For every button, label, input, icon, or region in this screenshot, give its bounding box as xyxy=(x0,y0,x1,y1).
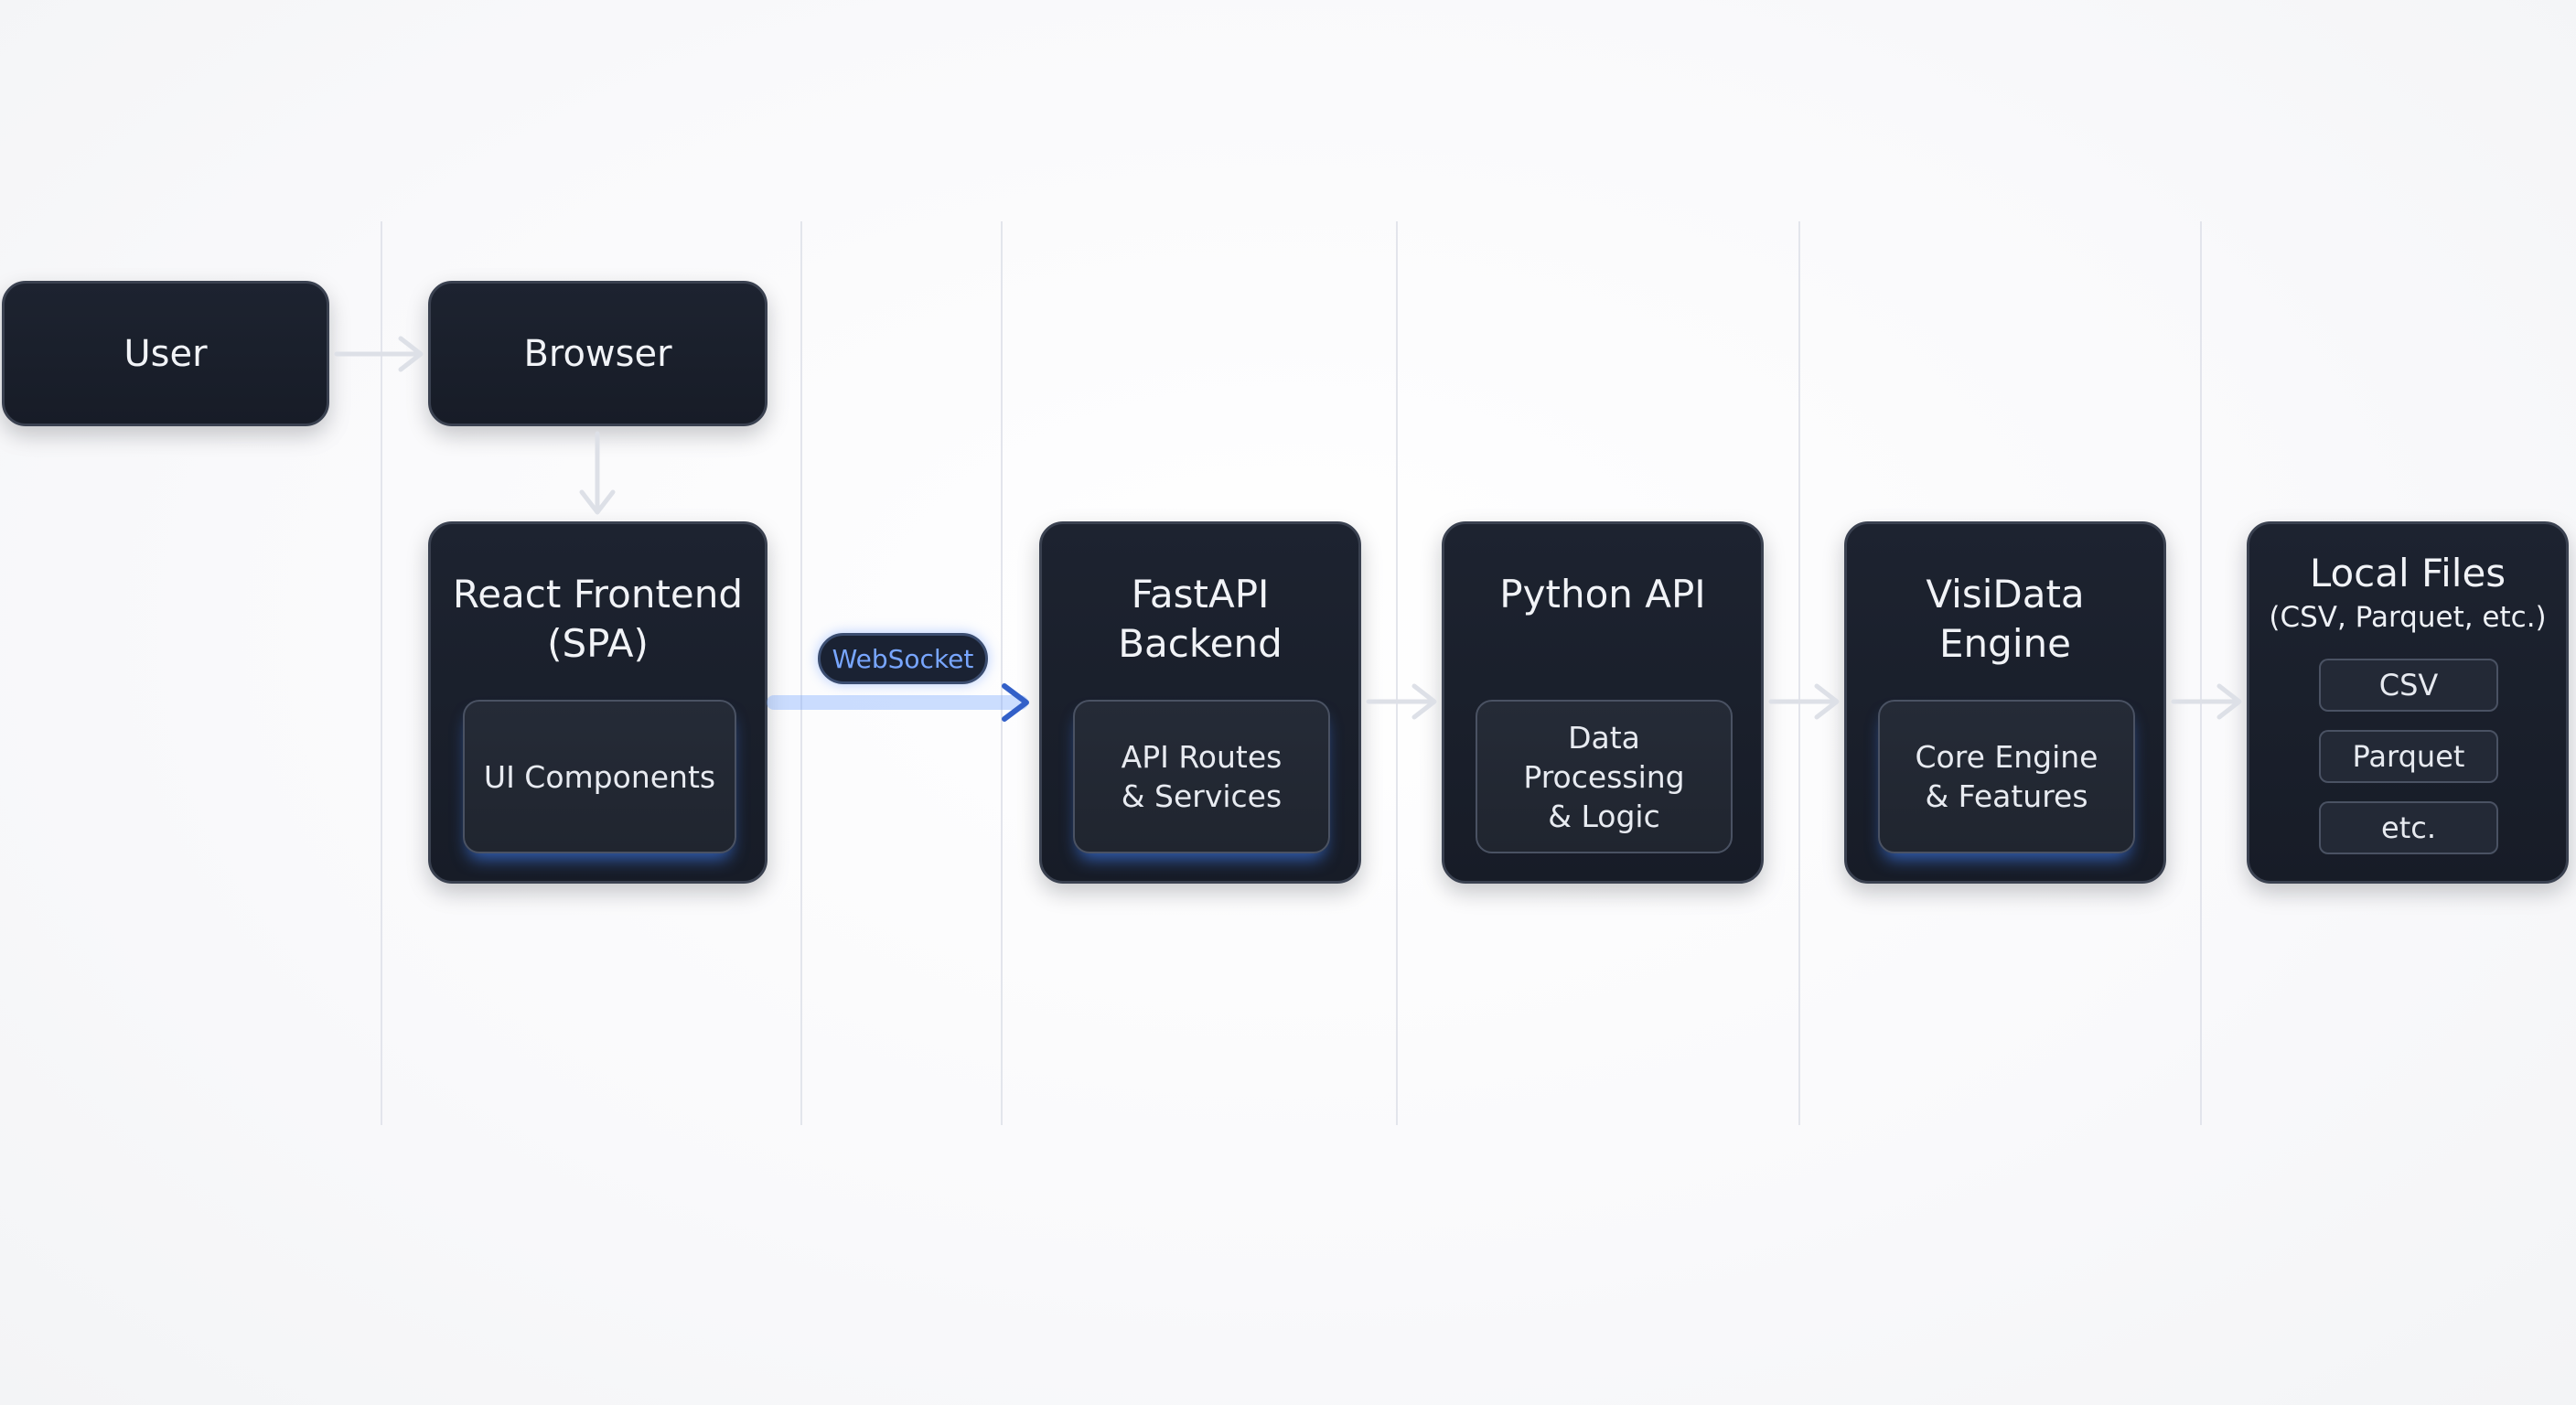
browser-label: Browser xyxy=(523,332,672,375)
file-type-etc: etc. xyxy=(2319,801,2498,854)
core-engine-line1: Core Engine xyxy=(1915,739,2098,775)
fastapi-backend-node: FastAPI Backend API Routes & Services xyxy=(1039,521,1361,884)
column-divider xyxy=(1396,221,1398,1125)
column-divider xyxy=(2200,221,2202,1125)
column-divider xyxy=(381,221,382,1125)
local-files-title: Local Files xyxy=(2309,551,2506,595)
arrow-right-icon xyxy=(334,336,424,372)
file-type-parquet: Parquet xyxy=(2319,730,2498,783)
data-processing-line2: Processing xyxy=(1523,758,1685,795)
react-frontend-node: React Frontend (SPA) UI Components xyxy=(428,521,767,884)
react-frontend-title: React Frontend (SPA) xyxy=(431,570,765,669)
fastapi-title: FastAPI Backend xyxy=(1042,570,1358,669)
visidata-title: VisiData Engine xyxy=(1847,570,2163,669)
api-routes-line1: API Routes xyxy=(1121,739,1283,775)
arrow-right-icon xyxy=(1366,683,1437,720)
websocket-arrow-icon xyxy=(767,683,1029,722)
api-routes-box: API Routes & Services xyxy=(1073,700,1330,853)
file-type-csv: CSV xyxy=(2319,659,2498,712)
column-divider xyxy=(1001,221,1003,1125)
data-processing-box: Data Processing & Logic xyxy=(1476,700,1733,853)
user-node: User xyxy=(2,281,329,426)
local-files-subtitle: (CSV, Parquet, etc.) xyxy=(2269,601,2547,634)
data-processing-line3: & Logic xyxy=(1548,798,1660,834)
react-frontend-title-line2: (SPA) xyxy=(547,621,649,666)
fastapi-title-line2: Backend xyxy=(1118,621,1283,666)
fastapi-title-line1: FastAPI xyxy=(1131,572,1270,617)
data-processing-line1: Data xyxy=(1568,719,1640,756)
python-api-node: Python API Data Processing & Logic xyxy=(1442,521,1764,884)
local-files-node: Local Files (CSV, Parquet, etc.) CSV Par… xyxy=(2247,521,2569,884)
arrow-right-icon xyxy=(2171,683,2242,720)
visidata-title-line1: VisiData xyxy=(1926,572,2085,617)
core-engine-line2: & Features xyxy=(1925,778,2088,814)
user-label: User xyxy=(123,332,208,375)
visidata-title-line2: Engine xyxy=(1939,621,2071,666)
ui-components-label: UI Components xyxy=(483,758,716,795)
api-routes-line2: & Services xyxy=(1121,778,1283,814)
column-divider xyxy=(1798,221,1800,1125)
column-divider xyxy=(800,221,802,1125)
ui-components-box: UI Components xyxy=(463,700,736,853)
core-engine-box: Core Engine & Features xyxy=(1878,700,2135,853)
visidata-engine-node: VisiData Engine Core Engine & Features xyxy=(1844,521,2166,884)
websocket-badge: WebSocket xyxy=(818,633,988,684)
arrow-down-icon xyxy=(579,431,616,515)
browser-node: Browser xyxy=(428,281,767,426)
websocket-label: WebSocket xyxy=(832,643,974,674)
react-frontend-title-line1: React Frontend xyxy=(452,572,744,617)
python-api-title: Python API xyxy=(1499,572,1706,617)
arrow-right-icon xyxy=(1768,683,1840,720)
